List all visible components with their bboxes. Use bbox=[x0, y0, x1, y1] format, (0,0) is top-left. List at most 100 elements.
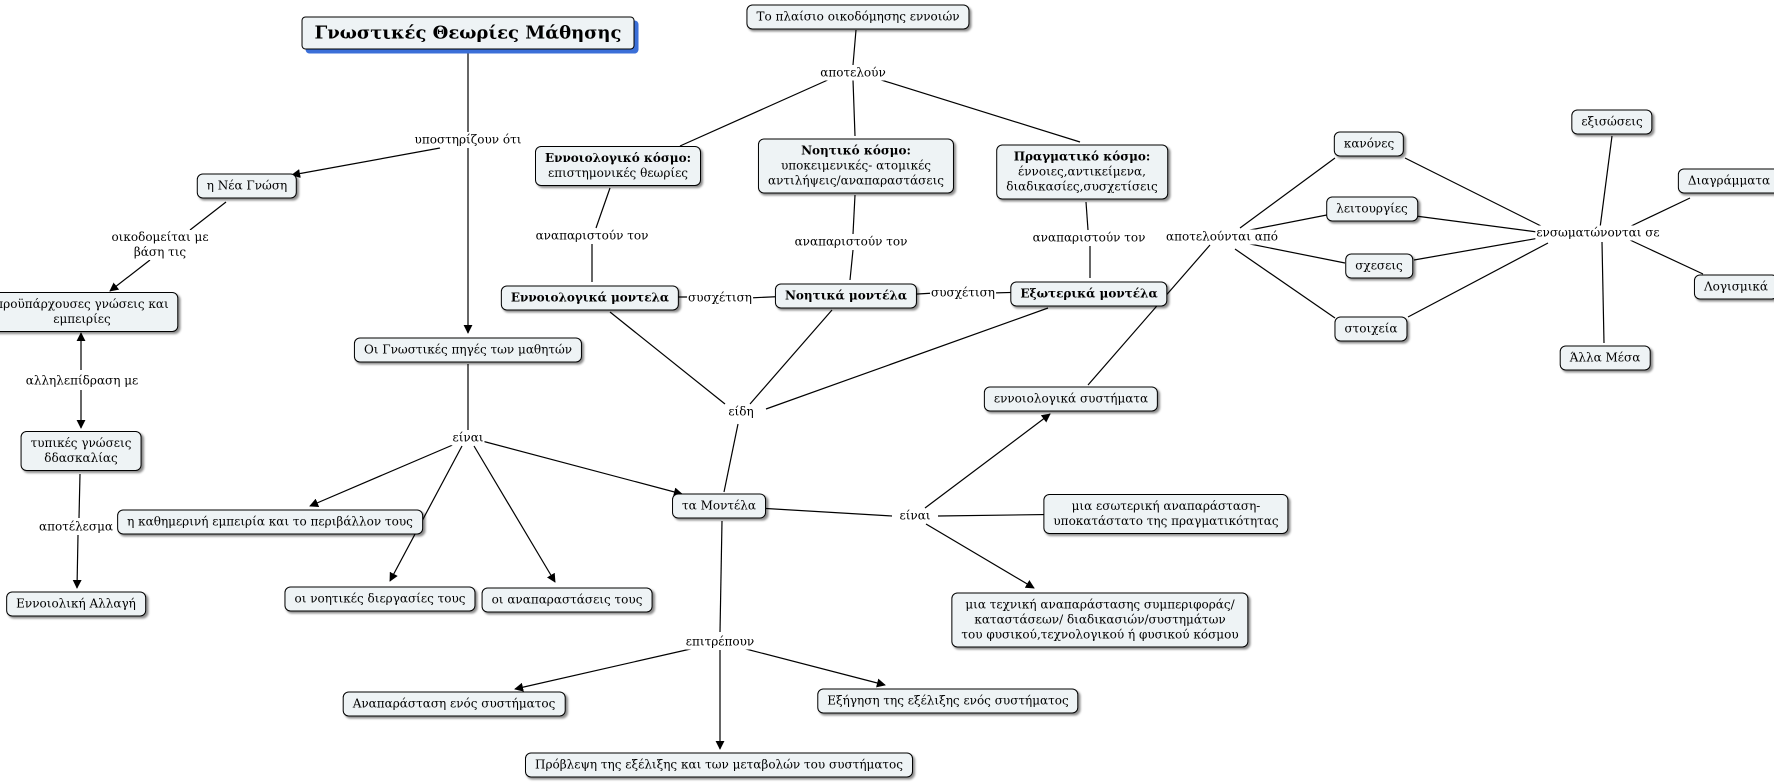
edge bbox=[609, 311, 726, 405]
node-text-line: αντιλήψεις/αναπαραστάσεις bbox=[767, 173, 945, 188]
node-system-explanation: Εξήγηση της εξέλιξης ενός συστήματος bbox=[817, 688, 1079, 714]
node-mental-models: Νοητικά μοντέλα bbox=[774, 283, 918, 309]
node-new-knowledge: η Νέα Γνώση bbox=[196, 173, 298, 199]
label-text-line: οικοδομείται με bbox=[111, 230, 209, 244]
edge bbox=[1234, 248, 1336, 319]
node-formal-teaching: τυπικές γνώσεις δδασκαλίας bbox=[20, 431, 142, 471]
node-text-line: Νοητικό κόσμο: bbox=[768, 144, 944, 159]
edge bbox=[109, 259, 151, 292]
link-label-embedded-in: ενσωματώνονται σε bbox=[1535, 225, 1661, 241]
edge bbox=[852, 79, 856, 137]
node-text-line: προϋπάρχουσες γνώσεις και bbox=[0, 297, 169, 311]
node-conceptual-change: Εννοιολική Αλλαγή bbox=[6, 591, 146, 617]
node-other-media: Άλλα Μέσα bbox=[1559, 345, 1651, 371]
node-software: Λογισμικά bbox=[1693, 274, 1774, 300]
edge bbox=[924, 413, 1051, 509]
node-text-bold: Εννοιολογικό κόσμο: bbox=[545, 151, 691, 165]
node-prior-knowledge: προϋπάρχουσες γνώσεις και εμπειρίες bbox=[0, 292, 179, 332]
edge bbox=[723, 423, 739, 493]
node-mental-processes: οι νοητικές διεργασίες τους bbox=[284, 586, 476, 612]
edge bbox=[741, 647, 886, 688]
link-label-consist-of-parts: αποτελούνται από bbox=[1165, 229, 1279, 245]
node-text-line: έννοιες,αντικείμενα, bbox=[1018, 164, 1146, 179]
link-label-are-models: είναι bbox=[898, 508, 932, 524]
link-label-correlation-2: συσχέτιση bbox=[930, 285, 996, 301]
node-text-line: υποκειμενικές- ατομικές bbox=[780, 158, 932, 173]
node-text-bold: Εννοιολογικά μοντελα bbox=[510, 290, 670, 305]
edge bbox=[1629, 239, 1704, 275]
link-label-built-on: οικοδομείται με βάση τις bbox=[110, 230, 210, 260]
edge bbox=[1599, 135, 1613, 229]
link-label-types: είδη bbox=[727, 404, 755, 420]
edge bbox=[1626, 197, 1691, 229]
node-text-line: καταστάσεων/ διαδικασιών/συστημάτων bbox=[974, 612, 1226, 627]
edge bbox=[757, 507, 893, 517]
link-label-represent-mental: αναπαριστούν τον bbox=[793, 234, 909, 250]
edge bbox=[1407, 214, 1546, 234]
link-label-result: αποτέλεσμα bbox=[38, 519, 114, 535]
node-text-line: διαδικασίες,συσχετίσεις bbox=[1006, 179, 1158, 194]
node-diagrams: Διαγράμματα bbox=[1677, 168, 1774, 194]
node-text-line: τυπικές γνώσεις bbox=[30, 436, 132, 450]
node-relations: σχεσεις bbox=[1345, 253, 1413, 279]
edge bbox=[749, 309, 833, 405]
node-external-models: Εξωτερικά μοντέλα bbox=[1010, 281, 1168, 307]
node-rules: κανόνες bbox=[1333, 131, 1405, 157]
edge bbox=[1244, 242, 1346, 264]
edge bbox=[1601, 241, 1605, 344]
link-label-allow: επιτρέπουν bbox=[684, 634, 756, 650]
edge bbox=[78, 473, 81, 519]
node-conceptual-models: Εννοιολογικά μοντελα bbox=[500, 285, 680, 311]
link-label-consist-of: αποτελούν bbox=[819, 65, 887, 81]
node-text-line: δδασκαλίας bbox=[44, 451, 118, 465]
link-label-represent-conceptual: αναπαριστούν τον bbox=[534, 228, 650, 244]
edge bbox=[849, 249, 854, 281]
node-text-line: Εννοιολογικό κόσμο: bbox=[545, 151, 691, 166]
node-system-prediction: Πρόβλεψη της εξέλιξης και των μεταβολών … bbox=[524, 752, 914, 778]
edge bbox=[1239, 157, 1336, 229]
node-mental-world: Νοητικό κόσμο: υποκειμενικές- ατομικές α… bbox=[757, 138, 955, 194]
edge bbox=[1404, 157, 1546, 229]
edge bbox=[1407, 242, 1549, 318]
node-conceptual-world: Εννοιολογικό κόσμο: επιστημονικές θεωρίε… bbox=[535, 146, 701, 186]
edge bbox=[473, 445, 556, 583]
edge bbox=[1087, 244, 1211, 386]
edge bbox=[514, 647, 696, 692]
edge bbox=[877, 78, 1081, 143]
node-concept-framework: Το πλαίσιο οικοδόμησης εννοιών bbox=[746, 4, 970, 30]
node-equations: εξισώσεις bbox=[1571, 109, 1653, 135]
node-the-models: τα Μοντέλα bbox=[672, 493, 766, 519]
node-text-line: επιστημονικές θεωρίες bbox=[547, 166, 689, 180]
node-representations: οι αναπαραστάσεις τους bbox=[481, 587, 653, 613]
edge bbox=[1244, 212, 1338, 232]
edge bbox=[481, 440, 683, 497]
edge bbox=[852, 194, 856, 235]
label-text-line: βάση τις bbox=[133, 245, 187, 259]
edge bbox=[765, 307, 1049, 410]
node-everyday-experience: η καθημερινή εμπειρία και το περιβάλλον … bbox=[117, 509, 423, 535]
edge bbox=[291, 147, 441, 178]
node-text-line: Πραγματικό κόσμο: bbox=[1006, 150, 1158, 165]
edge bbox=[389, 445, 463, 582]
node-elements: στοιχεία bbox=[1334, 316, 1408, 342]
edge bbox=[72, 534, 82, 589]
edge bbox=[852, 29, 857, 66]
node-text-bold: Εξωτερικά μοντέλα bbox=[1020, 286, 1158, 301]
link-label-correlation-1: συσχέτιση bbox=[687, 290, 753, 306]
link-label-are-sources: είναι bbox=[451, 430, 485, 446]
edge bbox=[1413, 236, 1546, 261]
node-system-representation: Αναπαράσταση ενός συστήματος bbox=[342, 691, 566, 717]
node-internal-representation: μια εσωτερική αναπαράσταση- υποκατάστατο… bbox=[1043, 494, 1289, 534]
node-text-bold: Νοητικά μοντέλα bbox=[784, 288, 908, 303]
node-functions: λειτουργίες bbox=[1326, 196, 1418, 222]
node-text-line: εμπειρίες bbox=[53, 312, 111, 326]
node-text-line: υποκατάστατο της πραγματικότητας bbox=[1053, 514, 1279, 528]
edge bbox=[719, 520, 723, 633]
edge bbox=[1085, 201, 1089, 231]
edge bbox=[925, 523, 1035, 589]
map-title: Γνωστικές Θεωρίες Μάθησης bbox=[301, 16, 635, 50]
edge bbox=[189, 201, 227, 231]
node-text-line: του φυσικού,τεχνολογικού ή φυσικού κόσμο… bbox=[961, 627, 1239, 642]
node-conceptual-systems: εννοιολογικά συστήματα bbox=[983, 386, 1159, 412]
